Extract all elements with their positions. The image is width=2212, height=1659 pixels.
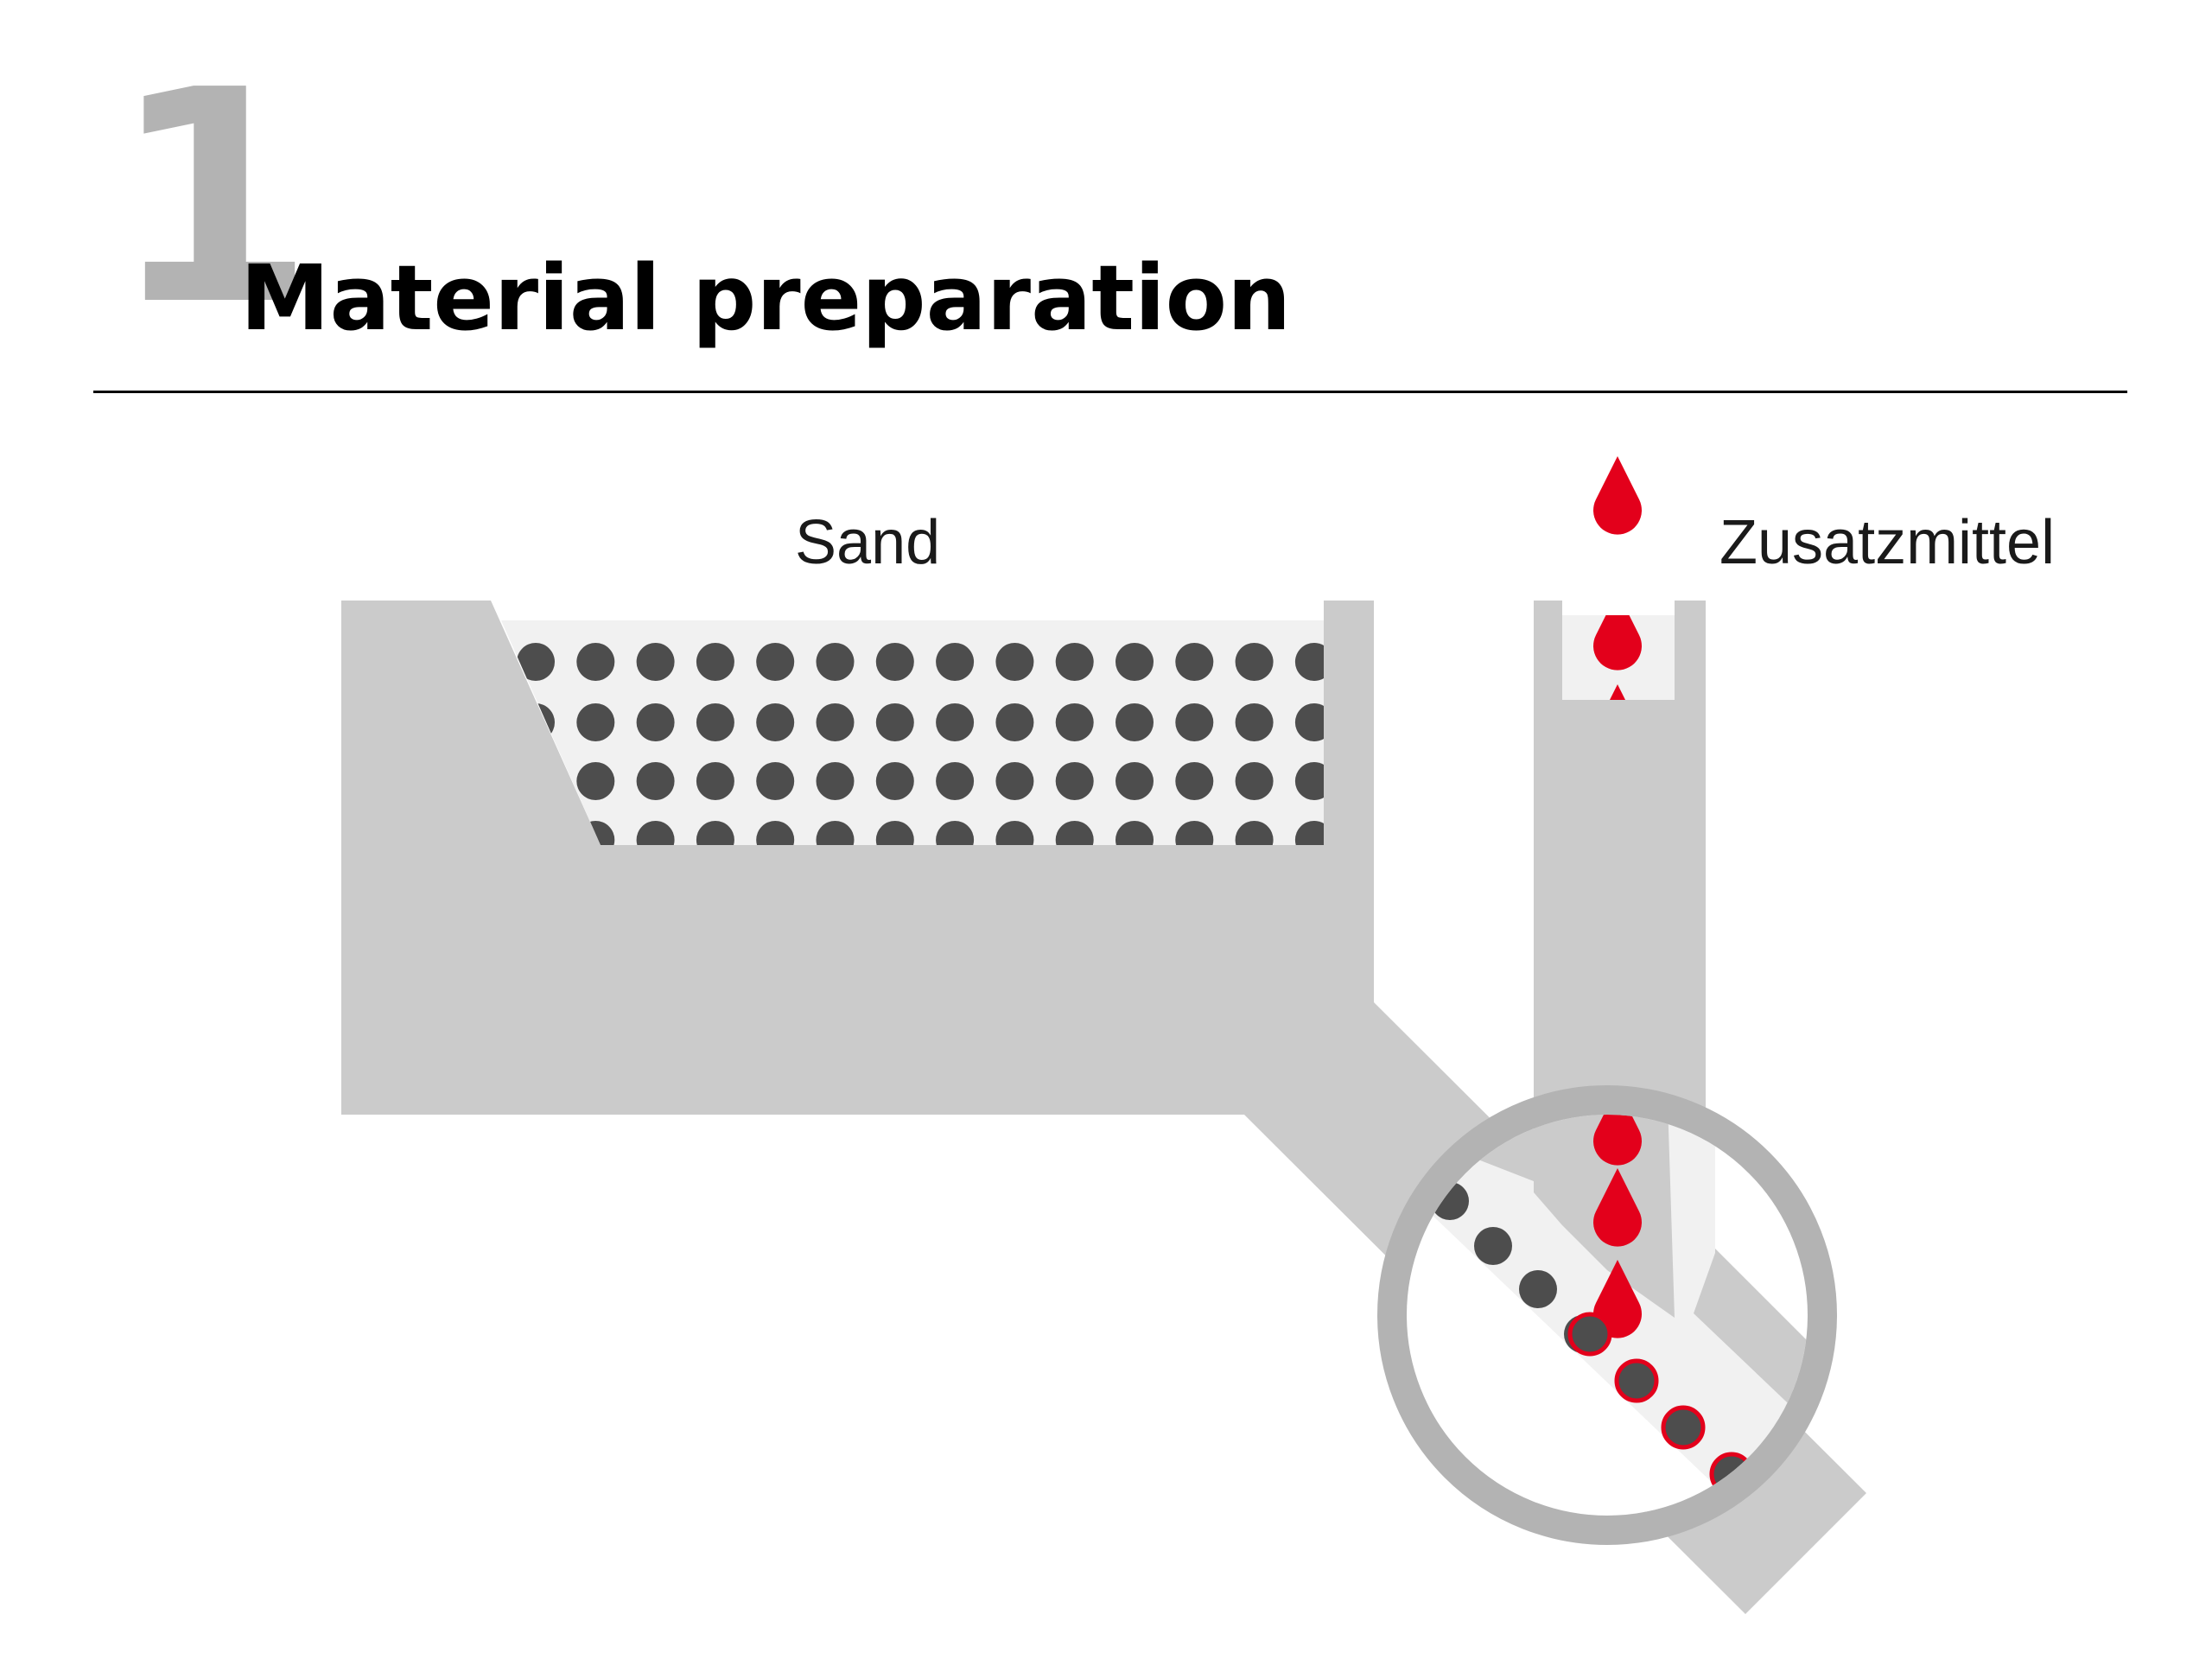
sand-particle <box>936 821 975 845</box>
sand-particle <box>517 643 555 681</box>
sand-particle <box>1474 1227 1512 1265</box>
sand-particle <box>696 703 734 741</box>
sand-particle <box>1294 703 1324 741</box>
sand-particle <box>936 703 975 741</box>
sand-particle <box>1519 1270 1557 1308</box>
sand-particle <box>636 821 675 845</box>
sand-particle <box>875 821 914 845</box>
step-number: 1 <box>111 28 315 370</box>
additive-drop <box>1593 615 1642 671</box>
sand-particle <box>816 643 855 681</box>
divider <box>93 391 2127 393</box>
additive-drop-icon <box>1593 456 1642 535</box>
sand-particle <box>696 821 734 845</box>
sand-particle <box>1175 821 1214 845</box>
sand-particle <box>576 703 615 741</box>
sand-particle <box>875 643 914 681</box>
sand-particle <box>576 762 615 800</box>
additive-drop <box>1593 1168 1642 1247</box>
sand-particle <box>1055 821 1094 845</box>
sand-particle <box>756 762 795 800</box>
sand-particle <box>696 762 734 800</box>
sand-particle <box>1175 643 1214 681</box>
sand-particle <box>1175 703 1214 741</box>
additive-label: Zusatzmittel <box>1719 508 2055 577</box>
coated-particle <box>1661 1405 1706 1450</box>
sand-particle <box>1294 762 1324 800</box>
sand-particle <box>1175 762 1214 800</box>
sand-particle <box>936 762 975 800</box>
page-title: Material preparation <box>240 245 1292 351</box>
sand-particle <box>1235 643 1274 681</box>
additive-drops-tube <box>1593 615 1642 700</box>
sand-particle <box>995 821 1034 845</box>
sand-particle <box>756 821 795 845</box>
sand-particle <box>1116 703 1154 741</box>
sand-particle <box>995 643 1034 681</box>
coated-particle <box>1567 1312 1612 1357</box>
sand-particle <box>936 643 975 681</box>
magnifier-ring <box>1377 1085 1837 1545</box>
sand-particle <box>875 703 914 741</box>
sand-particle <box>995 703 1034 741</box>
sand-label: Sand <box>795 508 940 577</box>
sand-particle <box>1055 762 1094 800</box>
sand-particle <box>1055 703 1094 741</box>
sand-particle <box>576 643 615 681</box>
sand-particle <box>1116 762 1154 800</box>
sand-particle <box>1235 821 1274 845</box>
sand-particle <box>756 703 795 741</box>
sand-particle <box>1116 821 1154 845</box>
sand-particle <box>636 762 675 800</box>
sand-particle <box>1294 821 1324 845</box>
sand-particle <box>816 821 855 845</box>
sand-particle <box>875 762 914 800</box>
sand-particle <box>1235 703 1274 741</box>
sand-particle <box>816 762 855 800</box>
sand-particle <box>1294 643 1324 681</box>
sand-particle <box>816 703 855 741</box>
sand-particle <box>696 643 734 681</box>
sand-particle <box>636 703 675 741</box>
sand-particle <box>1235 762 1274 800</box>
sand-particle <box>995 762 1034 800</box>
sand-particle <box>1055 643 1094 681</box>
sand-particles <box>517 643 1324 845</box>
additive-drop <box>1610 684 1625 700</box>
coated-particle <box>1614 1358 1659 1403</box>
sand-particle <box>636 643 675 681</box>
sand-particle <box>1116 643 1154 681</box>
additive-drop <box>1593 1115 1642 1166</box>
sand-particle <box>756 643 795 681</box>
